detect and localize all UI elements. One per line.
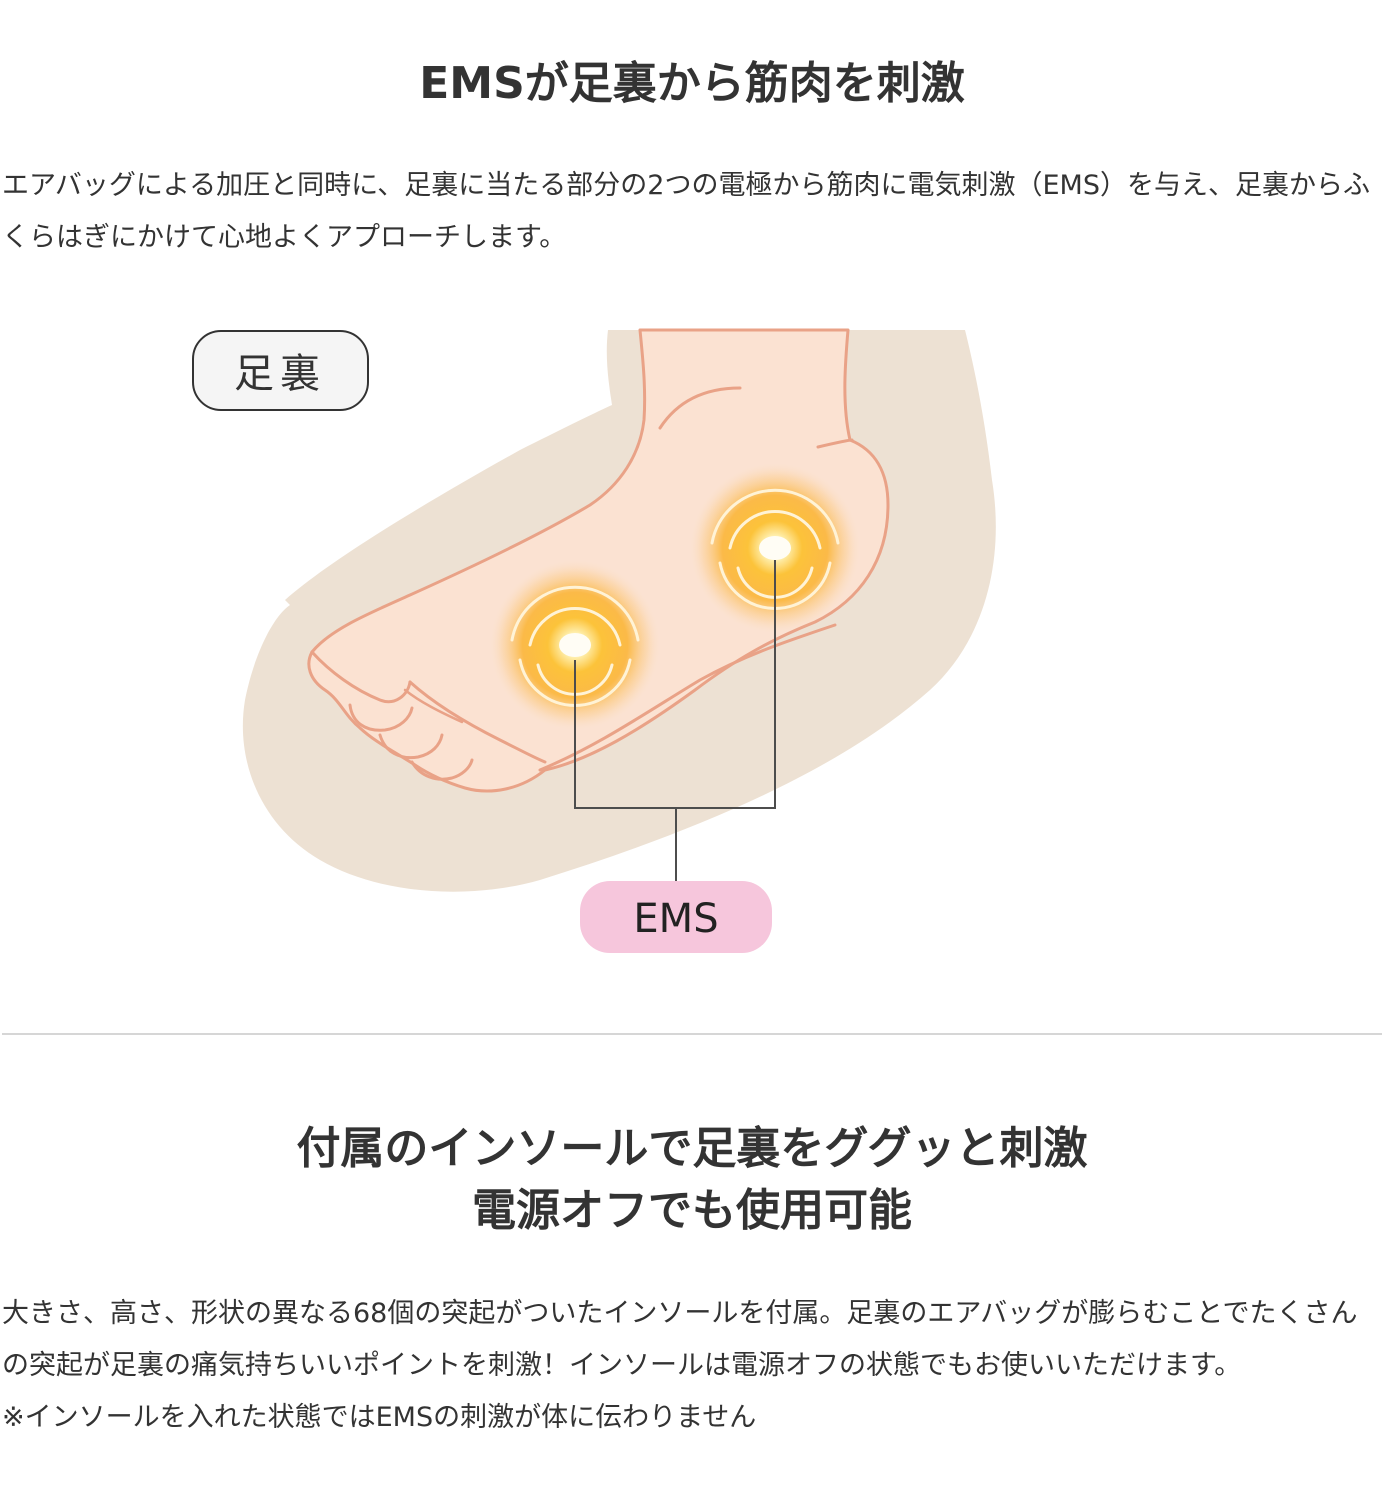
toe-2 (348, 703, 414, 732)
section1-description: エアバッグによる加圧と同時に、足裏に当たる部分の2つの電極から筋肉に電気刺激（E… (2, 170, 1370, 253)
section2-title-line2: 電源オフでも使用可能 (472, 1185, 912, 1236)
ems-leader-lines (574, 560, 776, 882)
area-label-badge: 足裏 (192, 330, 369, 411)
ems-label-badge: EMS (580, 881, 772, 953)
foot-shape (307, 328, 890, 793)
section1-title: EMSが足裏から筋肉を刺激 (419, 58, 965, 109)
section2-note: ※インソールを入れた状態ではEMSの刺激が体に伝わりません (2, 1402, 757, 1433)
section2-title-line1: 付属のインソールで足裏をググッと刺激 (296, 1123, 1088, 1174)
toe-3 (378, 733, 444, 760)
toe-5 (408, 680, 547, 764)
toe-4 (410, 758, 474, 781)
sole-line (538, 623, 837, 772)
section2-description: 大きさ、高さ、形状の異なる68個の突起がついたインソールを付属。足裏のエアバッグ… (2, 1298, 1358, 1381)
foot-ems-illustration: 足裏 EMS (192, 328, 996, 953)
heel-line (816, 438, 854, 449)
area-label: 足裏 (234, 351, 326, 397)
section2-description-block: 大きさ、高さ、形状の異なる68個の突起がついたインソールを付属。足裏のエアバッグ… (2, 1288, 1380, 1444)
ems-electrode-2 (690, 463, 860, 633)
ems-label: EMS (633, 896, 718, 942)
toe-1 (310, 650, 412, 704)
section-divider (2, 1033, 1382, 1035)
section2-title: 付属のインソールで足裏をググッと刺激 電源オフでも使用可能 (0, 1118, 1384, 1242)
ankle-line (658, 386, 742, 430)
toe-gap-1 (403, 688, 464, 724)
